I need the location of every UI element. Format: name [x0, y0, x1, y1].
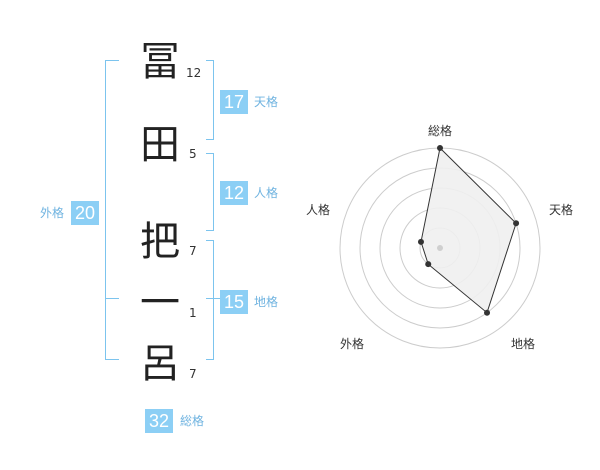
jinkaku-bracket	[206, 153, 214, 231]
jinkaku-label: 人格	[254, 186, 279, 200]
radar-center-dot	[437, 245, 443, 251]
name-char-4: 一	[140, 280, 180, 326]
soukaku-badge: 32	[145, 409, 174, 433]
radar-axis-label-gaikaku: 外格	[340, 337, 365, 351]
radar-axis-label-soukaku: 総格	[428, 124, 453, 138]
tenkaku-bracket	[206, 60, 214, 140]
stroke-count-3: 7	[189, 244, 197, 258]
radar-point-3	[484, 309, 491, 316]
chikaku-bracket	[206, 240, 214, 360]
radar-point-1	[437, 145, 443, 151]
stroke-count-1: 12	[186, 66, 202, 80]
gaikaku-divider	[105, 298, 119, 299]
chikaku-badge: 15	[220, 290, 249, 314]
name-char-2: 田	[140, 122, 180, 168]
tenkaku-label: 天格	[254, 95, 279, 109]
stroke-count-4: 1	[189, 306, 197, 320]
name-char-5: 呂	[140, 341, 180, 387]
chikaku-divider	[206, 298, 220, 299]
radar-axis-label-chikaku: 地格	[511, 337, 536, 351]
radar-polygon	[420, 146, 517, 314]
radar-axis-label-tenkaku: 天格	[549, 203, 574, 217]
tenkaku-badge: 17	[220, 90, 249, 114]
name-char-1: 冨	[140, 39, 180, 85]
radar-axis-label-jinkaku: 人格	[306, 203, 331, 217]
gaikaku-label: 外格	[40, 206, 65, 220]
gaikaku-bracket	[105, 60, 119, 360]
radar-point-5	[417, 238, 424, 245]
radar-point-2	[513, 220, 520, 227]
chikaku-label: 地格	[254, 295, 279, 309]
stroke-count-2: 5	[189, 147, 197, 161]
stroke-count-5: 7	[189, 367, 197, 381]
radar-point-4	[425, 261, 432, 268]
name-char-3: 把	[140, 219, 180, 265]
jinkaku-badge: 12	[220, 181, 249, 205]
gaikaku-badge: 20	[71, 201, 100, 225]
soukaku-label: 総格	[180, 414, 205, 428]
